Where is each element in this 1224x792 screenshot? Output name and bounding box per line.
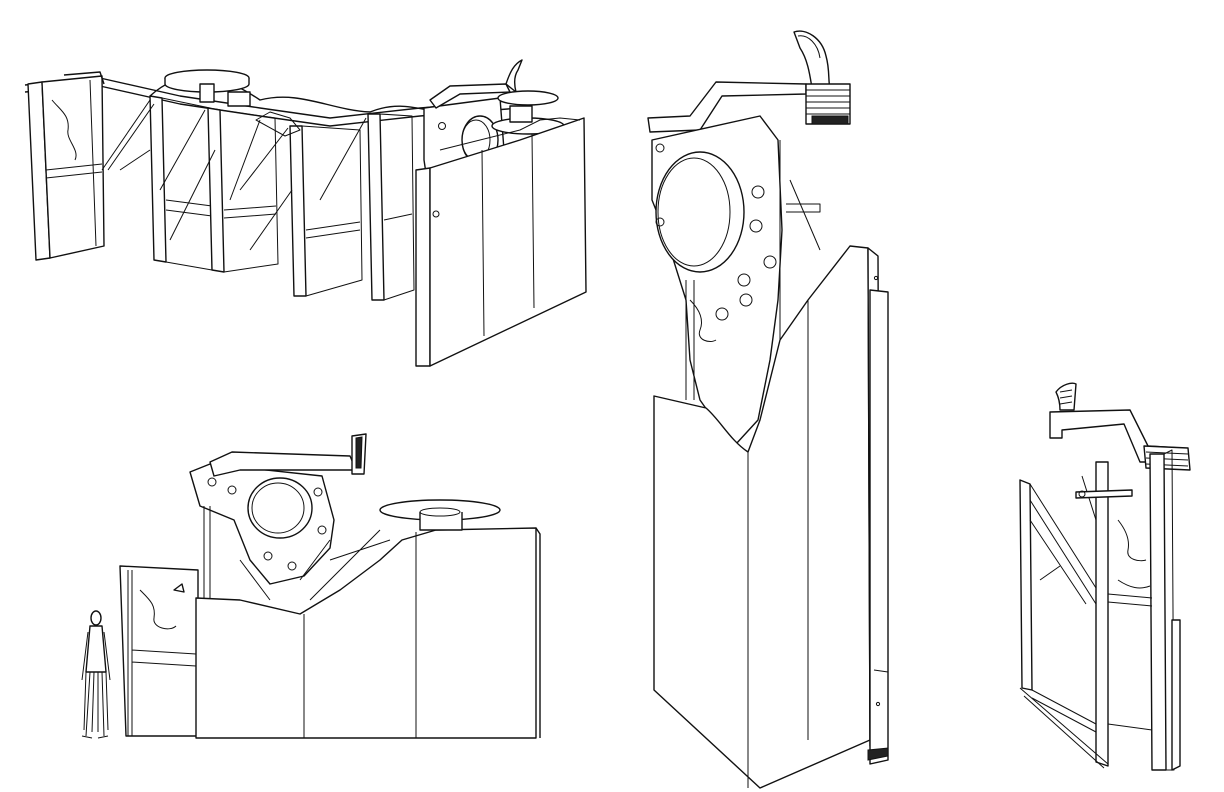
view-1-long-frame-perspective — [24, 59, 587, 367]
top-disk-left — [164, 69, 251, 107]
side-frame — [119, 565, 199, 737]
posts-tall — [685, 140, 821, 420]
tall-front-panel — [653, 245, 889, 789]
lever-clamp — [805, 83, 851, 125]
frame-panel-4 — [239, 125, 363, 297]
end-frame-body — [1019, 449, 1181, 771]
view-4-end-frame — [1019, 382, 1191, 771]
cam-plate-side — [189, 463, 335, 585]
lever-hook — [505, 59, 523, 93]
cam-plate-tall — [651, 115, 783, 445]
frame-panel-5 — [319, 113, 415, 301]
view-2-side-elevation — [81, 433, 541, 739]
lever-tall — [793, 30, 831, 89]
main-cabinet-panels — [195, 527, 541, 739]
view-3-tall-cabinet — [647, 30, 889, 789]
frame-panel-3 — [159, 107, 279, 273]
end-cabinet-panel — [415, 117, 587, 367]
frame-panel-1 — [27, 71, 105, 261]
brace-struts — [203, 506, 391, 601]
bracket-plate — [255, 111, 301, 137]
top-disk-right — [491, 90, 565, 135]
frame-panel-2 — [101, 95, 213, 271]
human-scale-figure — [81, 610, 111, 739]
disk-side — [379, 499, 501, 531]
